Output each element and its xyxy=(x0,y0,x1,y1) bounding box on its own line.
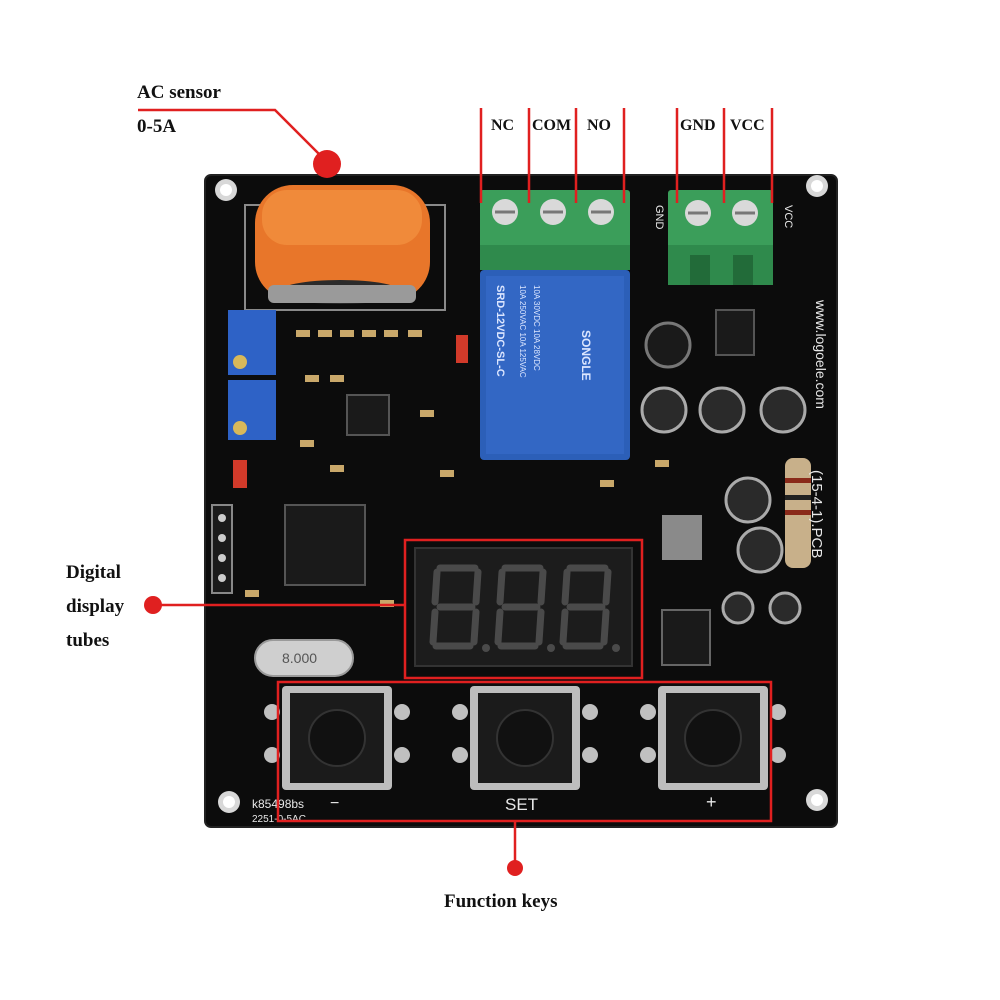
display-marker xyxy=(144,596,162,614)
terminal-gnd-label: GND xyxy=(680,117,716,134)
key-minus-silk: − xyxy=(330,795,339,812)
svg-text:10A 250VAC 10A 125VAC: 10A 250VAC 10A 125VAC xyxy=(518,285,527,378)
display-label: Digital display tubes xyxy=(66,556,124,658)
seven-segment-display xyxy=(414,547,633,667)
terminal-no-label: NO xyxy=(587,117,611,134)
pin-header xyxy=(211,504,233,594)
svg-text:SONGLE: SONGLE xyxy=(579,330,593,381)
key-set-silk: SET xyxy=(505,795,538,814)
key-plus-button xyxy=(640,686,786,790)
microcontroller-chip xyxy=(284,504,366,586)
function-keys-label: Function keys xyxy=(444,891,558,912)
relay-terminal-block xyxy=(480,190,630,270)
display-line2: display xyxy=(66,596,125,617)
relay: SONGLE SRD-12VDC-SL-C 10A 250VAC 10A 125… xyxy=(480,270,630,460)
svg-text:VCC: VCC xyxy=(782,205,794,228)
ac-sensor-line2: 0-5A xyxy=(137,116,177,137)
ac-current-sensor xyxy=(255,185,430,304)
svg-text:8.000: 8.000 xyxy=(282,650,317,666)
ac-sensor-marker xyxy=(313,150,341,178)
potentiometer xyxy=(228,310,276,440)
pcb-label-silk: (15-4-1).PCB xyxy=(808,470,825,558)
display-line3: tubes xyxy=(66,630,110,651)
website-silk: www.logoele.com xyxy=(813,299,829,409)
ac-sensor-label: AC sensor 0-5A xyxy=(137,76,221,144)
key-plus-silk: + xyxy=(706,792,717,812)
svg-text:10A 30VDC 10A 28VDC: 10A 30VDC 10A 28VDC xyxy=(532,285,541,371)
ac-sensor-line1: AC sensor xyxy=(137,82,221,103)
inductor xyxy=(644,321,692,369)
svg-text:SRD-12VDC-SL-C: SRD-12VDC-SL-C xyxy=(494,285,506,377)
capacitor xyxy=(640,386,807,625)
terminal-com-label: COM xyxy=(532,117,572,134)
function-keys-marker xyxy=(507,860,523,876)
display-line1: Digital xyxy=(66,562,121,583)
key-set-button xyxy=(452,686,598,790)
key-minus-button xyxy=(264,686,410,790)
crystal-oscillator: 8.000 xyxy=(254,639,354,677)
power-terminal-block xyxy=(668,190,773,285)
svg-text:GND: GND xyxy=(653,205,665,230)
terminal-vcc-label: VCC xyxy=(730,117,765,134)
terminal-nc-label: NC xyxy=(491,117,515,134)
